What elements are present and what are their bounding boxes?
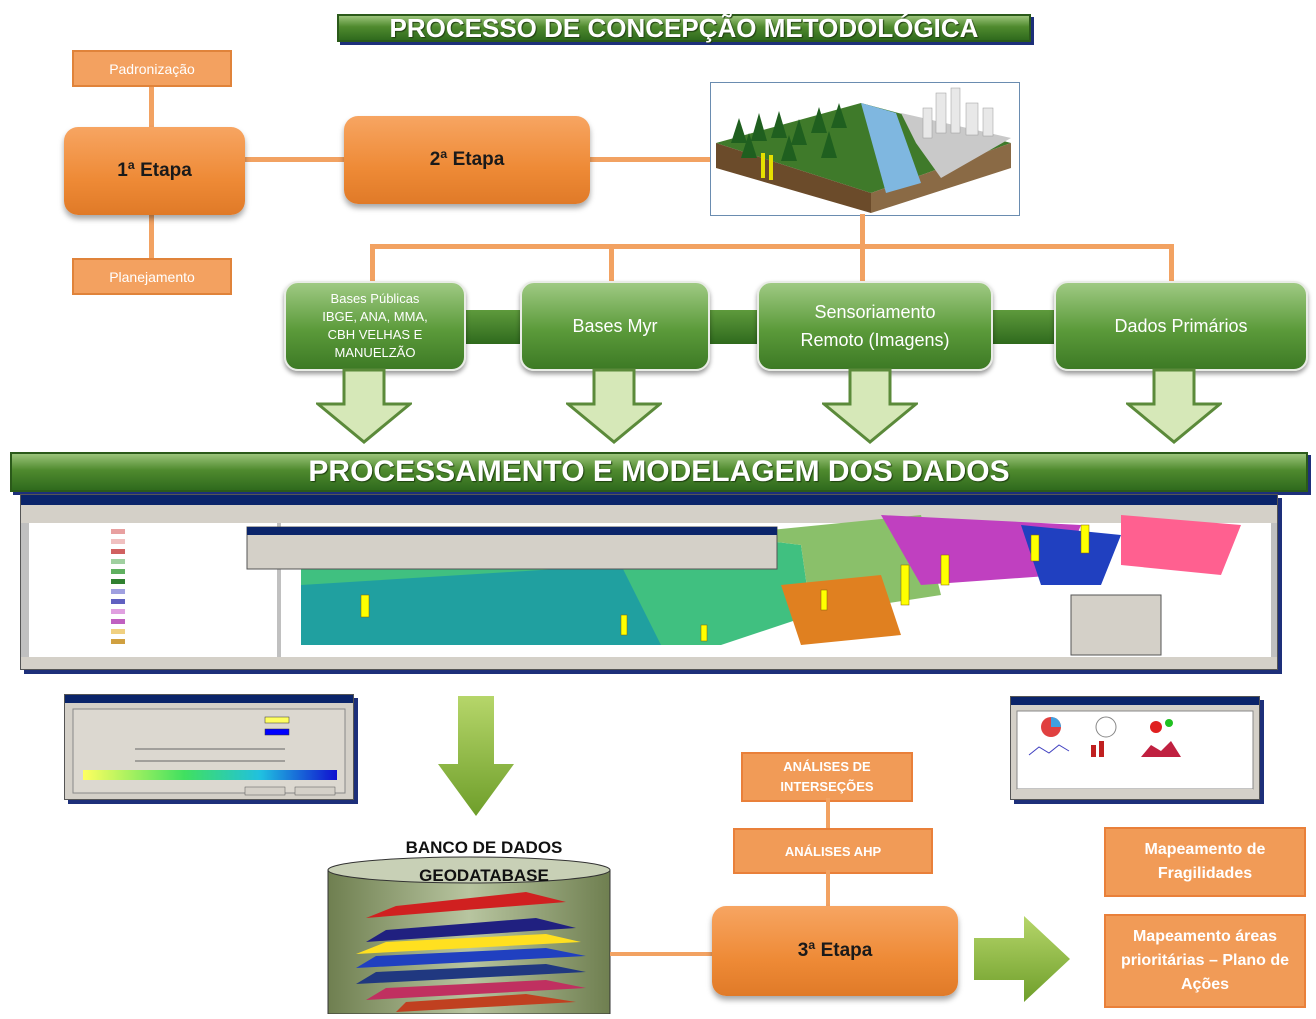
etapa-1-box: 1ª Etapa — [64, 127, 245, 215]
source-bases-publicas: Bases Públicas IBGE, ANA, MMA, CBH VELHA… — [284, 281, 466, 371]
right-arrow-icon — [974, 916, 1070, 1002]
source-line: Dados Primários — [1114, 315, 1248, 336]
source-line: Sensoriamento — [814, 302, 936, 322]
etapa-2-label: 2ª Etapa — [429, 149, 505, 170]
middle-title: PROCESSAMENTO E MODELAGEM DOS DADOS — [308, 455, 1010, 488]
connector-line — [610, 952, 714, 956]
connector-line — [860, 244, 865, 284]
source-line: CBH VELHAS E — [327, 327, 423, 342]
output-fragilidades: Mapeamento de Fragilidades — [1104, 827, 1306, 897]
padronizacao-box: Padronização — [72, 50, 232, 87]
analises-ahp-label: ANÁLISES AHP — [784, 843, 882, 859]
source-line: IBGE, ANA, MMA, — [322, 309, 428, 324]
source-sensoriamento: Sensoriamento Remoto (Imagens) — [757, 281, 993, 371]
analises-ahp-box: ANÁLISES AHP — [733, 828, 933, 874]
output-areas-prioritarias-label: Mapeamento áreas prioritárias – Plano de… — [1120, 928, 1290, 993]
connector-line — [149, 213, 154, 261]
color-ramp-dialog — [64, 694, 354, 800]
top-title: PROCESSO DE CONCEPÇÃO METODOLÓGICA — [389, 13, 979, 43]
connector-line — [609, 244, 614, 284]
connector-line — [370, 244, 375, 284]
etapa-1-label: 1ª Etapa — [117, 160, 192, 181]
down-arrow-icon — [822, 368, 918, 444]
source-dados-primarios: Dados Primários — [1054, 281, 1308, 371]
source-line: Bases Myr — [572, 315, 658, 336]
source-line: MANUELZÃO — [334, 345, 416, 360]
source-bases-myr: Bases Myr — [520, 281, 710, 371]
connector-line — [244, 157, 346, 162]
etapa-3-box: 3ª Etapa — [712, 906, 958, 996]
output-areas-prioritarias: Mapeamento áreas prioritárias – Plano de… — [1104, 914, 1306, 1008]
geodatabase-cylinder — [326, 856, 612, 1015]
source-line: Remoto (Imagens) — [800, 330, 950, 350]
connector-line — [1169, 244, 1174, 284]
database-subtitle: GEODATABASE — [419, 866, 549, 885]
database-title: BANCO DE DADOS — [405, 838, 563, 857]
planejamento-box: Planejamento — [72, 258, 232, 295]
source-line: Bases Públicas — [330, 291, 420, 306]
planejamento-label: Planejamento — [109, 268, 195, 285]
connector-line — [826, 798, 830, 828]
middle-title-banner: PROCESSAMENTO E MODELAGEM DOS DADOS — [10, 452, 1308, 492]
output-fragilidades-label: Mapeamento de Fragilidades — [1144, 841, 1266, 882]
landscape-illustration — [710, 82, 1020, 216]
top-title-banner: PROCESSO DE CONCEPÇÃO METODOLÓGICA — [337, 14, 1031, 42]
connector-line — [588, 157, 712, 162]
arcmap-screenshot — [20, 494, 1278, 670]
analises-intersecoes-label: ANÁLISES DE INTERSEÇÕES — [780, 759, 874, 794]
connector-line — [860, 214, 865, 247]
etapa-2-box: 2ª Etapa — [344, 116, 590, 204]
down-arrow-icon — [566, 368, 662, 444]
down-arrow-icon — [1126, 368, 1222, 444]
analises-intersecoes-box: ANÁLISES DE INTERSEÇÕES — [741, 752, 913, 802]
etapa-3-label: 3ª Etapa — [797, 940, 873, 961]
down-arrow-icon — [316, 368, 412, 444]
connector-line — [370, 244, 1174, 249]
down-arrow-icon — [438, 696, 514, 816]
connector-line — [826, 870, 830, 908]
graph-control-dialog — [1010, 696, 1260, 800]
padronizacao-label: Padronização — [109, 60, 195, 77]
connector-line — [149, 86, 154, 130]
